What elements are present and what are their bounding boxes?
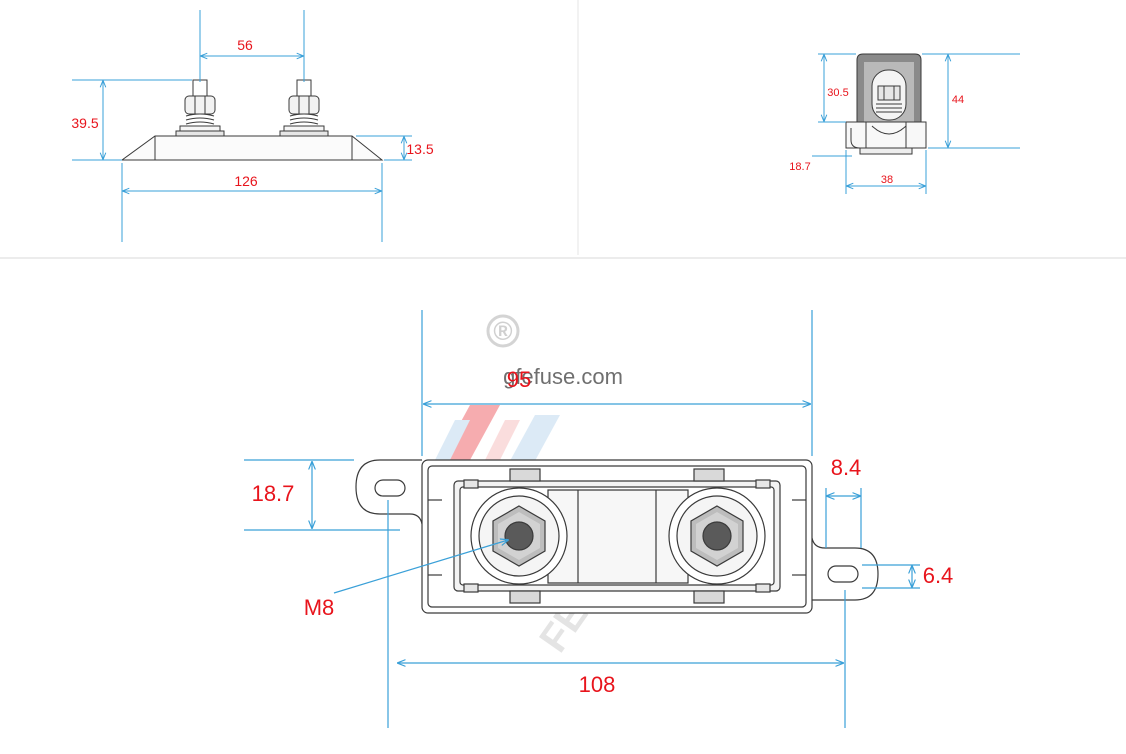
end-view-base: [845, 121, 927, 149]
dim-end-total-height: 44: [952, 94, 964, 106]
dim-side-base-height: 13.5: [406, 141, 433, 157]
side-view-base: [120, 135, 384, 161]
right-mounting-ear: [811, 537, 879, 601]
side-view-dimensions: [72, 10, 412, 242]
top-view: [355, 459, 879, 614]
dim-side-total-height: 39.5: [71, 115, 98, 131]
dim-overall-length: 108: [579, 672, 616, 697]
dim-stud-thread: M8: [304, 595, 335, 620]
fuse-link: [547, 489, 689, 584]
side-view: [120, 79, 384, 161]
dim-side-length: 126: [234, 173, 258, 189]
end-view-dimensions: [812, 53, 1020, 194]
dim-ear-width: 8.4: [831, 455, 862, 480]
watermark-site: gfefuse.com: [503, 364, 623, 389]
side-view-right-stud: [279, 79, 329, 137]
dim-slot-width: 6.4: [923, 563, 954, 588]
dim-end-cover-height: 30.5: [827, 87, 848, 99]
brand-logo-icon: [430, 405, 560, 470]
end-view: [845, 53, 927, 155]
registered-mark: ®: [493, 316, 512, 346]
left-mounting-slot: [374, 479, 406, 497]
dim-end-base-height: 18.7: [789, 161, 810, 173]
dim-body-length: 95: [507, 367, 531, 392]
left-stud-nut: [470, 487, 568, 585]
left-mounting-ear: [355, 459, 423, 525]
dim-bolt-spacing: 56: [237, 37, 253, 53]
top-view-dimensions: [244, 310, 920, 728]
dim-end-width: 38: [881, 174, 893, 186]
side-view-left-stud: [175, 79, 225, 137]
registered-mark-icon: [486, 314, 520, 348]
right-mounting-slot: [827, 565, 859, 583]
dim-mount-vertical: 18.7: [252, 481, 295, 506]
right-stud-nut: [668, 487, 766, 585]
